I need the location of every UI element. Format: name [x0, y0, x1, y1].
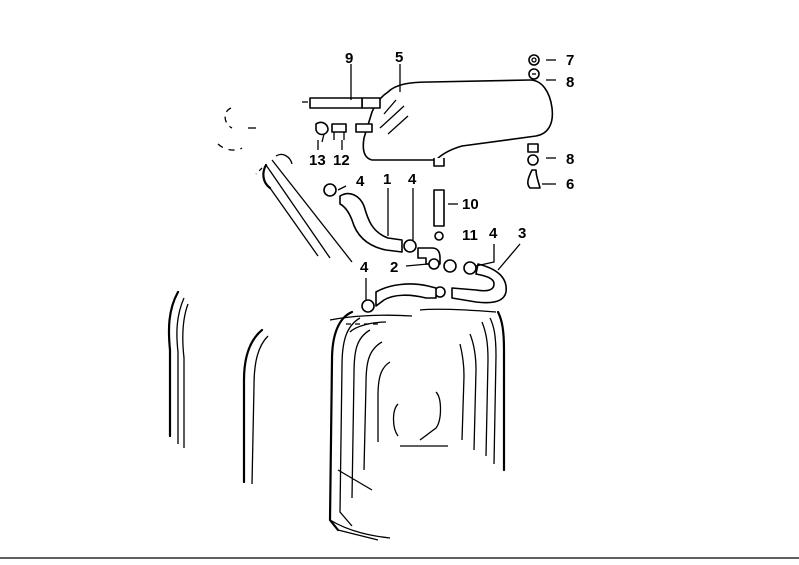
- hose-3: [434, 259, 507, 304]
- bracket-8-bottom: [527, 143, 539, 166]
- callout-4-center: 4: [408, 171, 417, 188]
- hose-1: [323, 183, 403, 253]
- callout-6: 6: [566, 176, 574, 193]
- tee-2: [403, 239, 441, 270]
- callout-4-lower: 4: [360, 259, 369, 276]
- callout-12: 12: [333, 152, 350, 169]
- clip-6: [527, 169, 541, 189]
- cap-7: [528, 54, 540, 66]
- washer-8-top: [528, 68, 540, 80]
- callout-4-left: 4: [356, 173, 365, 190]
- callout-4-right: 4: [489, 225, 498, 242]
- callout-8-top: 8: [566, 74, 574, 91]
- hose-lower: [361, 283, 437, 313]
- callout-7: 7: [566, 52, 574, 69]
- callout-5: 5: [395, 49, 403, 66]
- callout-9: 9: [345, 50, 353, 67]
- callout-1: 1: [383, 171, 391, 188]
- callout-2: 2: [390, 259, 398, 276]
- callout-10: 10: [462, 196, 479, 213]
- callout-13: 13: [309, 152, 326, 169]
- vehicle-outline: [167, 107, 506, 541]
- hose-10: [433, 189, 445, 241]
- clamps-12-13: [315, 121, 347, 143]
- leader-lines: [317, 59, 556, 300]
- callout-8-bottom: 8: [566, 151, 574, 168]
- hose-9: [302, 97, 363, 109]
- callout-11: 11: [462, 227, 478, 244]
- callout-labels: 1 2 3 4 4 4 4 5 6 7 8 8 9 10 11 12 13: [309, 49, 574, 276]
- expansion-tank: [355, 79, 554, 167]
- callout-3: 3: [518, 225, 526, 242]
